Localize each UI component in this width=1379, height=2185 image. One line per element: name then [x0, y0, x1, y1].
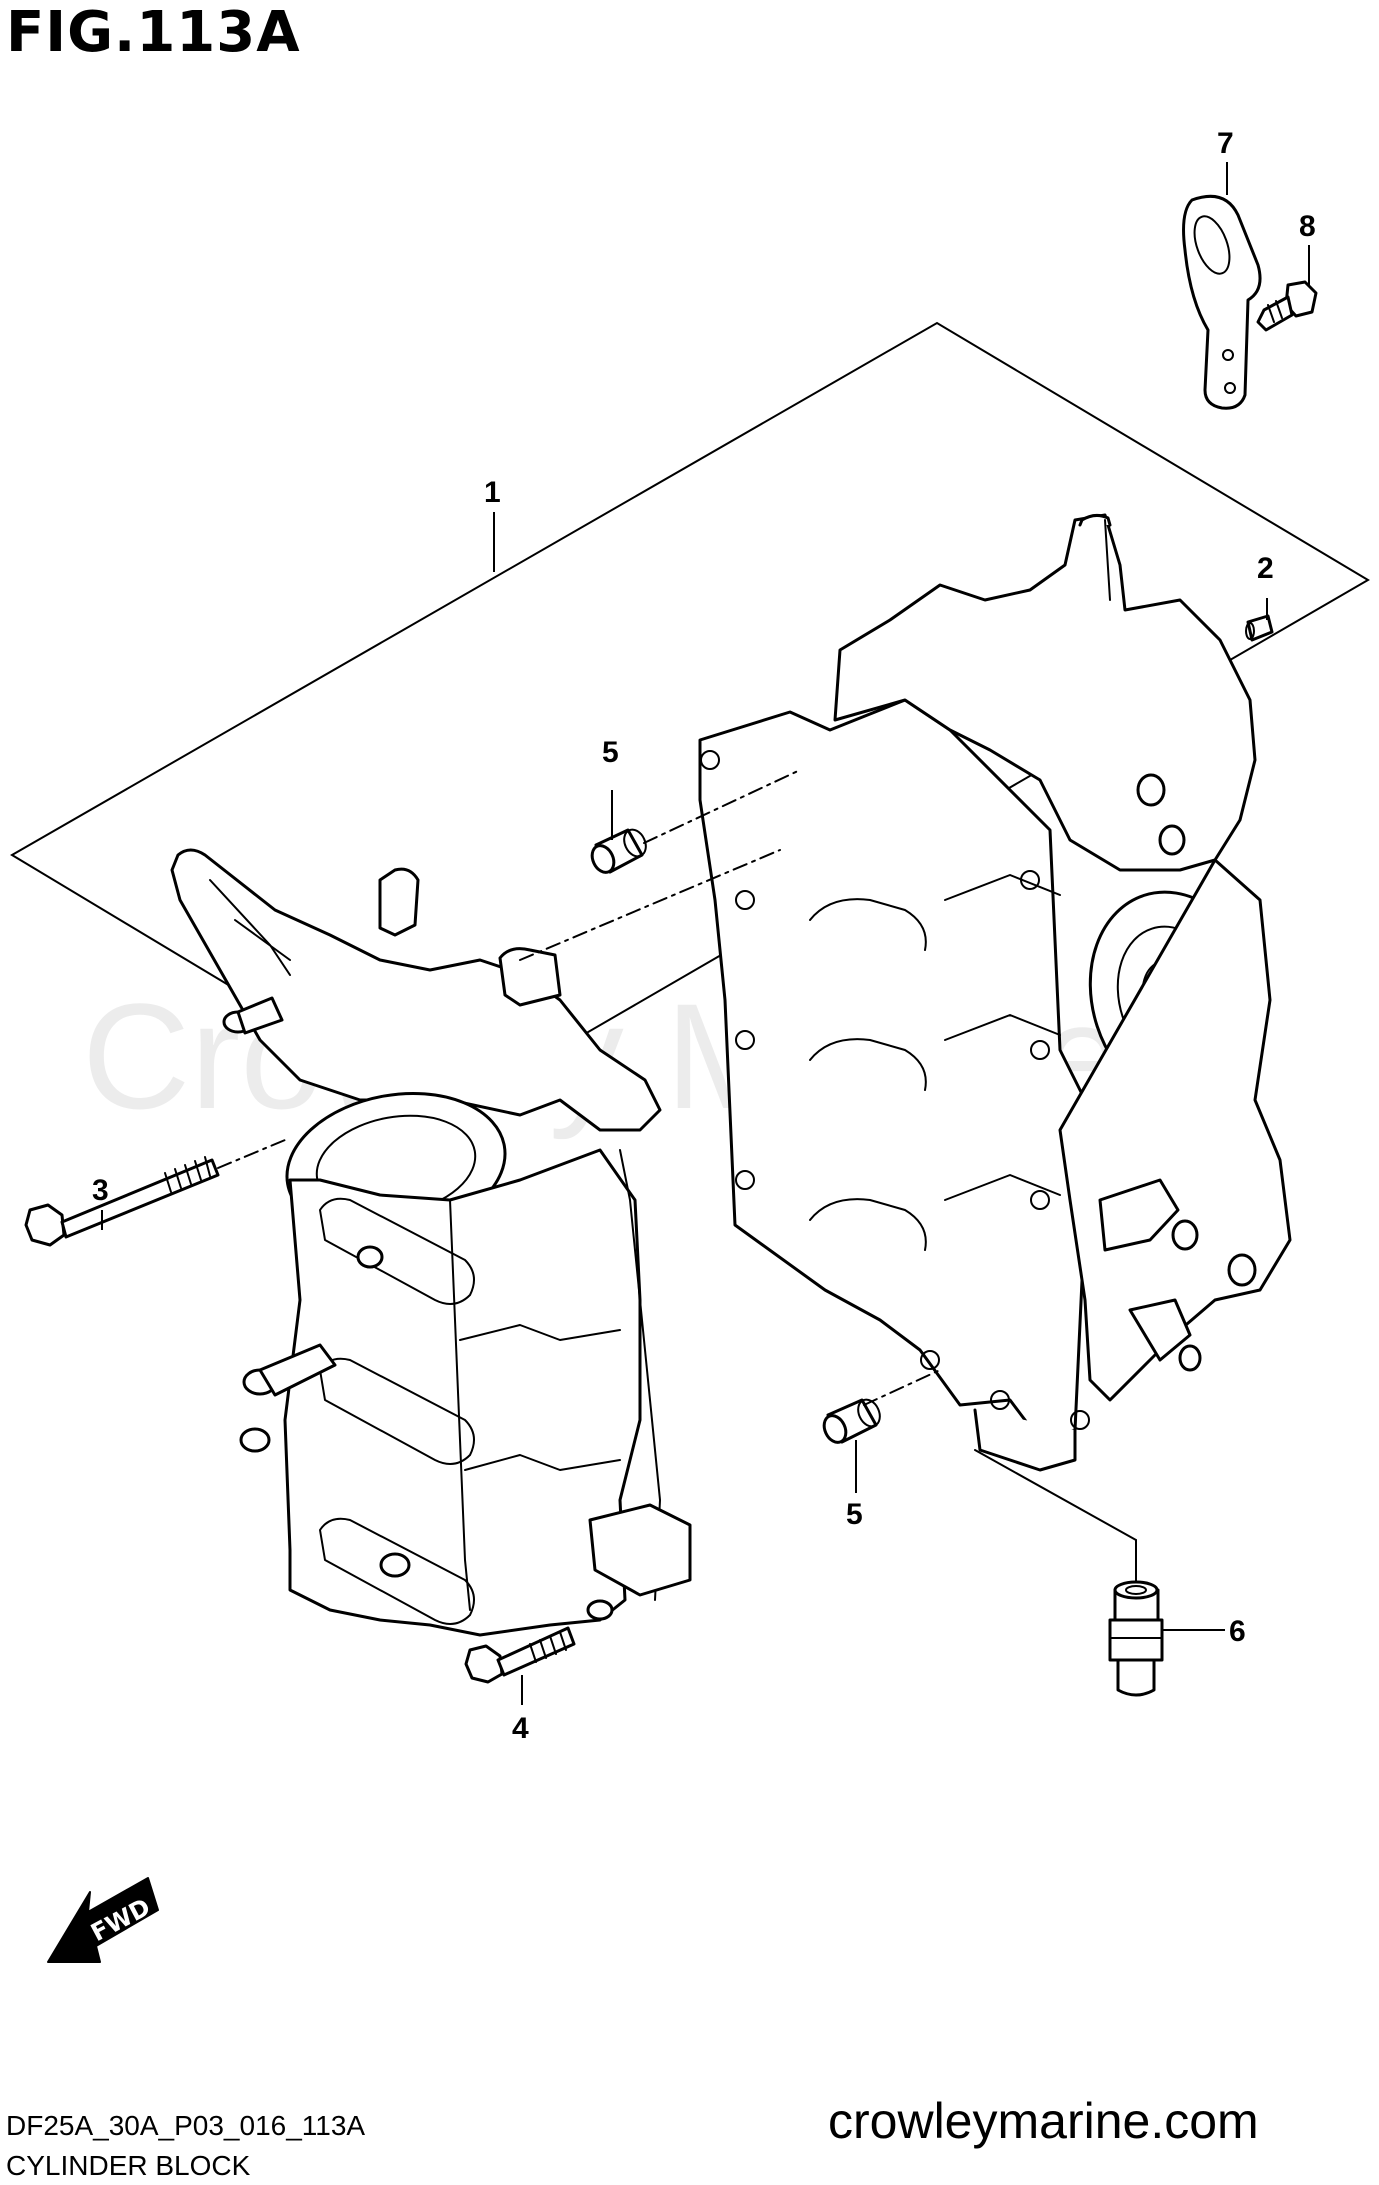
part-5-dowel-pin-upper[interactable] — [588, 826, 650, 876]
part-1-cylinder-block-right[interactable] — [698, 513, 1293, 1472]
callout-6: 6 — [1229, 1615, 1246, 1648]
alignment-line-bolt-3 — [217, 1139, 286, 1169]
callout-2: 2 — [1257, 552, 1274, 585]
callout-1: 1 — [484, 476, 501, 509]
callout-3: 3 — [92, 1174, 109, 1207]
part-8-bolt[interactable] — [1256, 280, 1318, 332]
part-3-long-bolt[interactable] — [24, 1156, 220, 1247]
alignment-line-union — [974, 1449, 1137, 1541]
fwd-arrow-icon: FWD — [47, 1877, 159, 1963]
part-7-lifting-bracket[interactable] — [1182, 194, 1262, 410]
alignment-line-mid — [519, 849, 781, 961]
website-label: crowleymarine.com — [828, 2093, 1259, 2149]
alignment-line-lower — [863, 1369, 941, 1406]
figure-code: DF25A_30A_P03_016_113A — [6, 2110, 366, 2141]
callout-5-upper: 5 — [602, 736, 619, 769]
part-2-plug[interactable] — [1245, 614, 1274, 642]
part-4-bolt[interactable] — [464, 1626, 576, 1684]
callout-5-lower: 5 — [846, 1498, 863, 1531]
figure-name: CYLINDER BLOCK — [6, 2150, 251, 2181]
part-1-crankcase-left[interactable] — [170, 848, 692, 1637]
part-5-dowel-pin-lower[interactable] — [820, 1396, 884, 1446]
part-6-union-fitting[interactable] — [1108, 1580, 1164, 1697]
alignment-line-upper — [643, 769, 801, 844]
callout-4: 4 — [512, 1712, 529, 1745]
figure-title: FIG.113A — [6, 0, 301, 65]
callout-8: 8 — [1299, 210, 1316, 243]
callout-7: 7 — [1217, 127, 1234, 160]
